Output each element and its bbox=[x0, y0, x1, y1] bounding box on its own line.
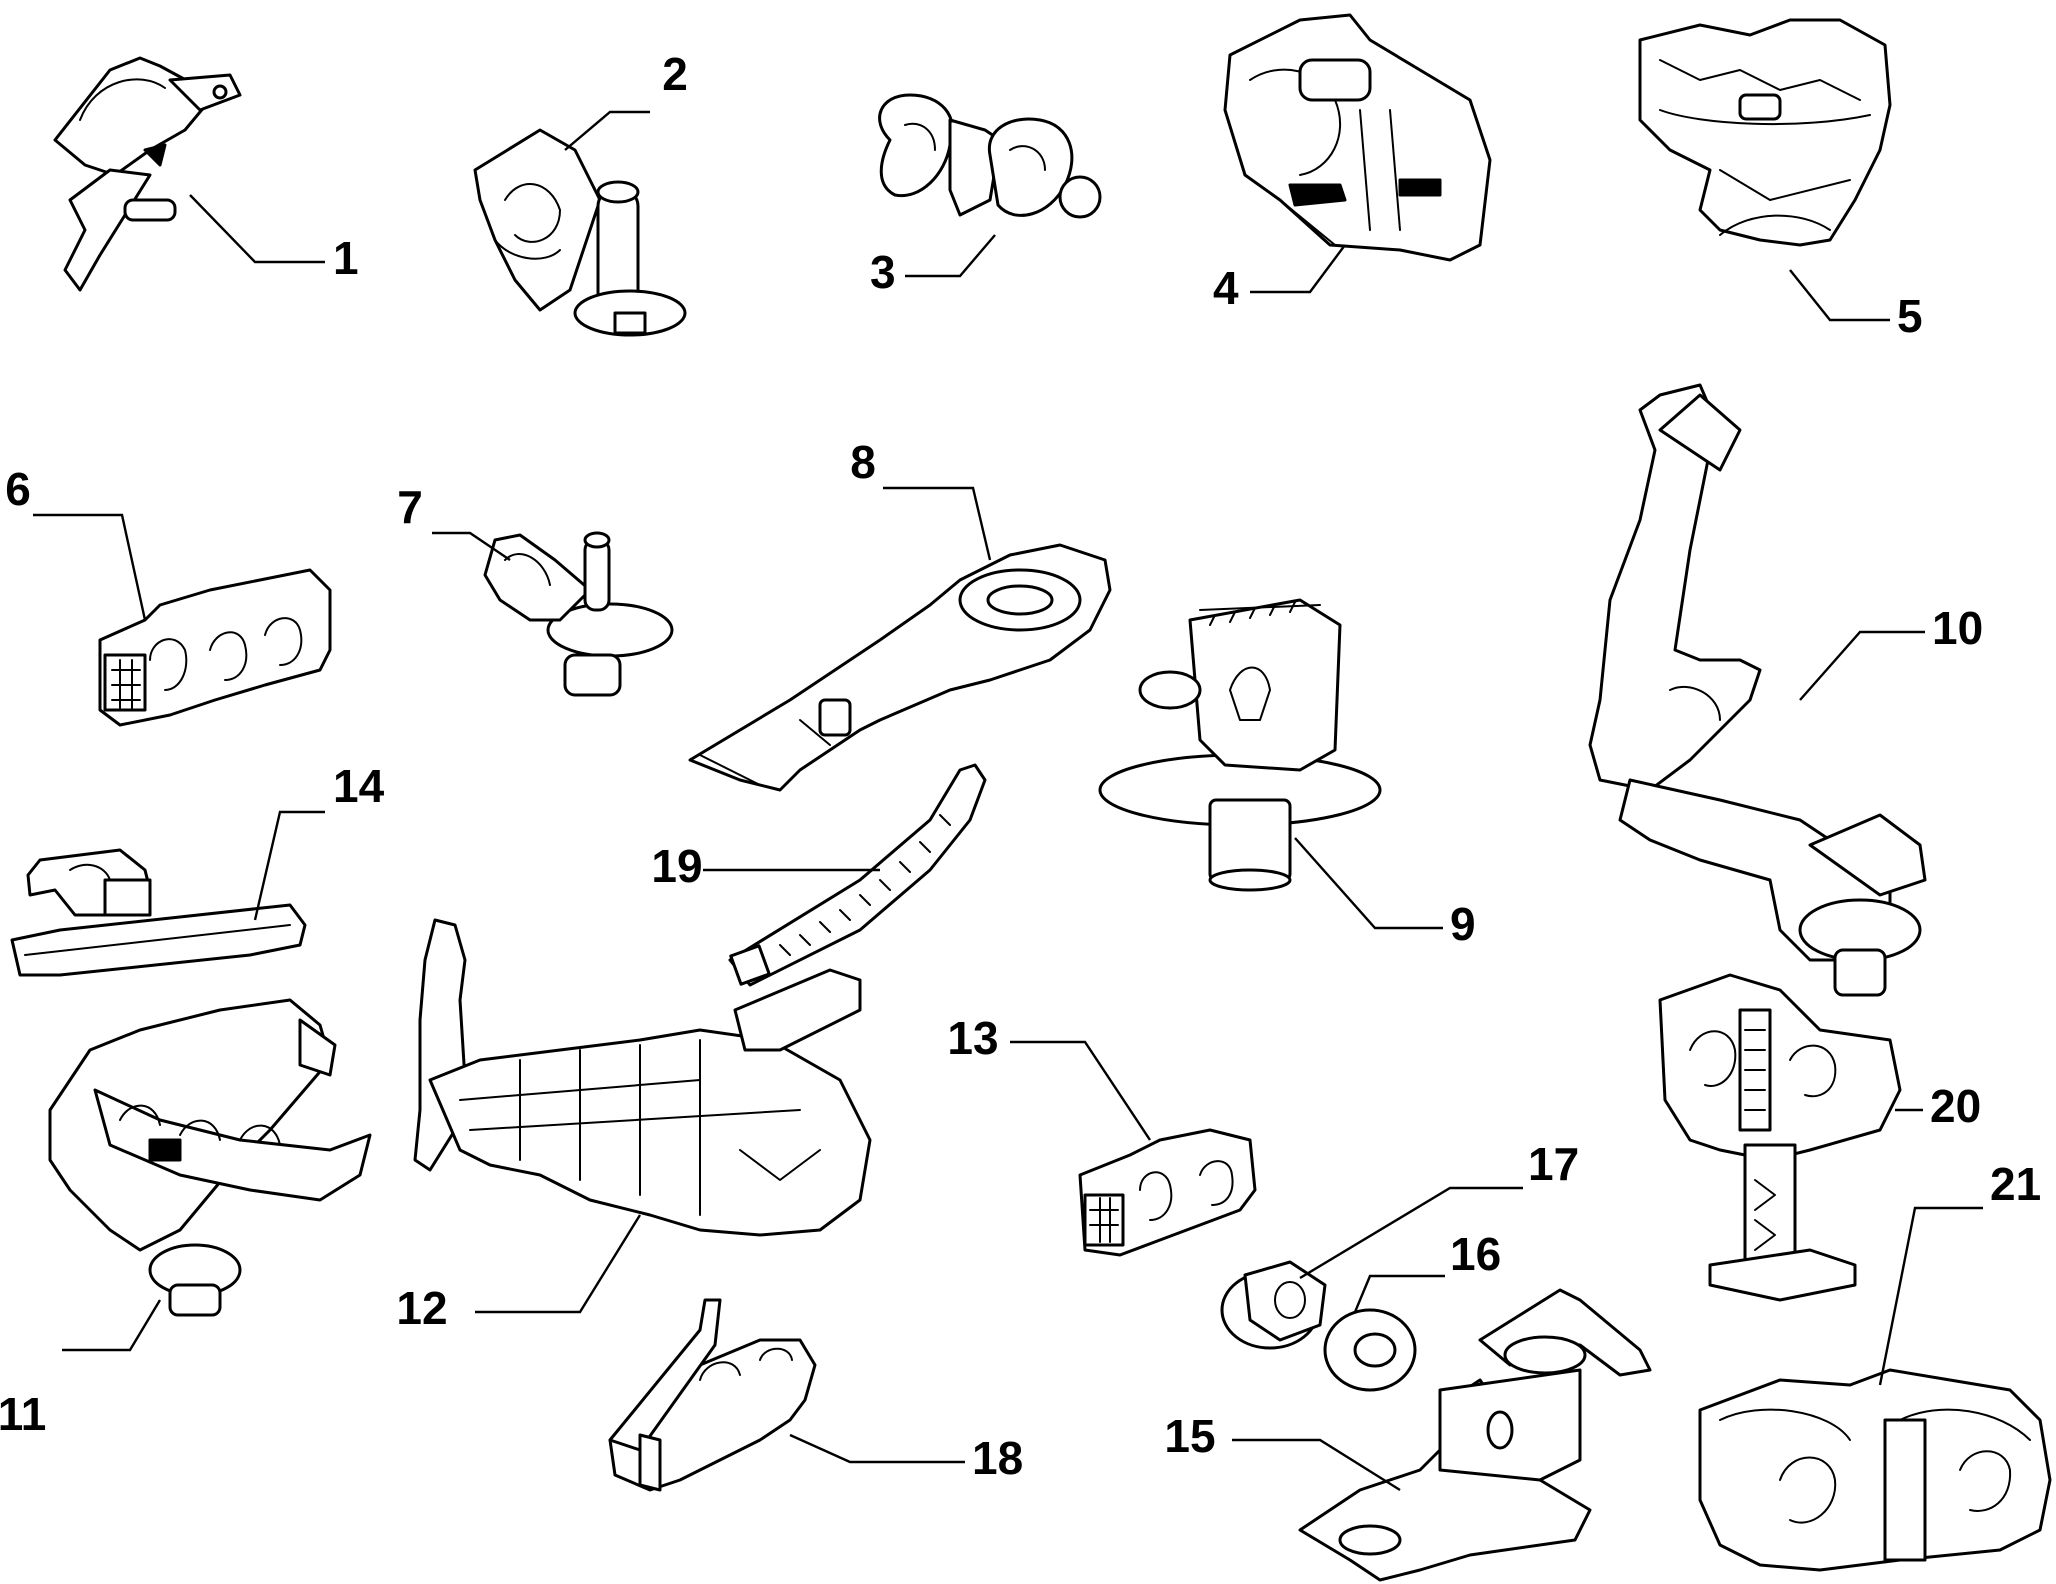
callout-17: 17 bbox=[1528, 1138, 1579, 1190]
leader-9 bbox=[1294, 837, 1443, 930]
leader-4 bbox=[1250, 244, 1346, 294]
leader-12 bbox=[475, 1214, 642, 1314]
callout-3: 3 bbox=[870, 246, 896, 298]
callout-15: 15 bbox=[1164, 1410, 1215, 1462]
leader-6 bbox=[33, 513, 147, 621]
part-21-large-pipe-clip bbox=[1698, 1368, 2052, 1572]
callout-21: 21 bbox=[1990, 1158, 2041, 1210]
part-7-clip-on-disc bbox=[483, 531, 674, 697]
callout-13: 13 bbox=[947, 1012, 998, 1064]
callout-11: 11 bbox=[0, 1388, 46, 1440]
leader-10 bbox=[1799, 630, 1925, 701]
callout-7: 7 bbox=[397, 481, 423, 533]
leader-11 bbox=[62, 1299, 162, 1352]
leader-7 bbox=[432, 531, 511, 561]
part-1-bracket-clip bbox=[53, 56, 242, 292]
part-10-long-bracket bbox=[1588, 383, 1927, 997]
callout-9: 9 bbox=[1450, 898, 1476, 950]
part-8-mounting-strap bbox=[688, 543, 1112, 792]
leader-2 bbox=[564, 110, 650, 151]
callout-14: 14 bbox=[333, 760, 385, 812]
part-19-cable-tie bbox=[728, 763, 987, 987]
part-14-flat-bracket-clip bbox=[10, 848, 307, 977]
leader-lines bbox=[33, 110, 1983, 1492]
part-16-washer bbox=[1323, 1308, 1417, 1392]
leader-13 bbox=[1010, 1040, 1152, 1141]
leader-5 bbox=[1789, 269, 1890, 322]
callout-4: 4 bbox=[1213, 262, 1239, 314]
callout-20: 20 bbox=[1930, 1080, 1981, 1132]
callout-10: 10 bbox=[1932, 602, 1983, 654]
callout-1: 1 bbox=[333, 232, 359, 284]
part-2-pipe-clip-stud bbox=[473, 128, 687, 337]
leader-1 bbox=[189, 194, 325, 264]
callout-18: 18 bbox=[972, 1432, 1023, 1484]
leader-16 bbox=[1353, 1274, 1445, 1313]
part-12-cable-channel bbox=[413, 918, 872, 1237]
part-5-retaining-clip bbox=[1638, 18, 1892, 247]
leader-21 bbox=[1878, 1206, 1983, 1386]
leader-15 bbox=[1232, 1438, 1401, 1492]
part-9-push-in-fastener bbox=[1098, 598, 1382, 892]
callout-2: 2 bbox=[662, 48, 688, 100]
callout-6: 6 bbox=[5, 463, 31, 515]
leader-14 bbox=[253, 810, 325, 921]
part-13-double-pipe-clip bbox=[1078, 1128, 1257, 1257]
leader-18 bbox=[789, 1433, 965, 1464]
leader-17 bbox=[1299, 1186, 1523, 1280]
callout-16: 16 bbox=[1450, 1228, 1501, 1280]
callout-labels: 1 2 3 4 5 6 7 8 9 10 11 12 13 14 15 16 1… bbox=[0, 48, 2041, 1484]
part-15-metal-bracket bbox=[1298, 1288, 1652, 1582]
part-17-flange-nut bbox=[1220, 1260, 1327, 1350]
leader-8 bbox=[883, 486, 992, 561]
callout-19: 19 bbox=[651, 840, 702, 892]
callout-5: 5 bbox=[1897, 290, 1923, 342]
callout-8: 8 bbox=[850, 436, 876, 488]
part-6-triple-pipe-clip bbox=[98, 568, 332, 727]
part-20-clip-with-stem bbox=[1658, 973, 1902, 1302]
leader-3 bbox=[905, 234, 996, 278]
callout-12: 12 bbox=[396, 1282, 447, 1334]
part-3-double-pipe-clip bbox=[878, 93, 1102, 219]
part-18-hinged-pipe-clip bbox=[608, 1298, 817, 1492]
part-4-large-double-clip bbox=[1223, 13, 1492, 262]
part-11-multi-pipe-clip bbox=[48, 998, 372, 1317]
